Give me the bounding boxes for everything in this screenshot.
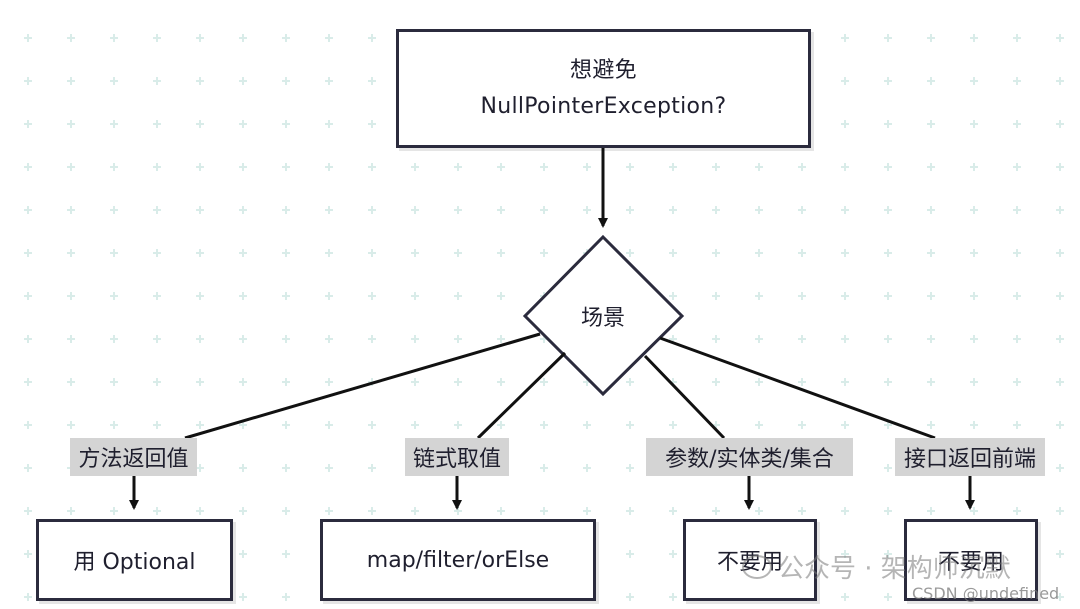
watermark: 公众号 · 架构师沉默 [742,548,1011,585]
wechat-icon [742,554,772,579]
leaf-do-not-use-2: 不要用 [904,519,1038,601]
leaf-use-optional: 用 Optional [36,519,233,601]
csdn-watermark: CSDN @undefined [912,584,1060,603]
start-node-line-1: 想避免 [570,57,637,83]
edge-label-params-entities: 参数/实体类/集合 [646,438,853,476]
start-node: 想避免 NullPointerException? [396,29,811,148]
start-node-line-2: NullPointerException? [480,93,727,119]
decision-label: 场景 [580,306,625,331]
edge-label-method-return: 方法返回值 [70,438,197,476]
edge-decision-to-branch-2 [476,351,567,440]
edge-decision-to-branch-4 [659,336,936,440]
edge-decision-to-branch-1 [184,332,541,440]
edge-label-api-frontend: 接口返回前端 [895,438,1045,476]
leaf-map-filter-orelse: map/filter/orElse [320,519,596,601]
edge-decision-to-branch-3 [643,354,726,440]
watermark-text: 公众号 · 架构师沉默 [778,554,1011,584]
edge-label-chained-access: 链式取值 [405,438,509,476]
